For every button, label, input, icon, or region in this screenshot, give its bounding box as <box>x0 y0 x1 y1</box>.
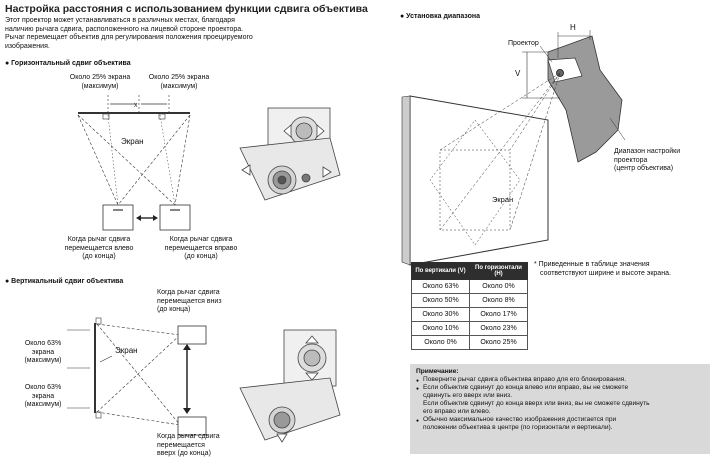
intro-line: наличию рычага сдвига, расположенного на… <box>5 25 244 33</box>
table-header-vertical: По вертикали (V) <box>411 262 470 280</box>
vertical-diagram <box>67 317 207 436</box>
horizontal-caption-right: Когда рычаг сдвига перемещается вправо (… <box>154 236 248 262</box>
note-line: его вправо или влево. <box>423 408 491 415</box>
table-cell: Около 25% <box>469 335 528 350</box>
table-row: Около 30%Около 17% <box>411 307 528 322</box>
table-header-row: По вертикали (V) По горизонтали (H) <box>411 262 528 280</box>
intro-line: Этот проектор может устанавливаться в ра… <box>5 17 235 24</box>
note-line: положении объектива в центре (по горизон… <box>423 424 613 431</box>
label-line: Около 63% <box>24 384 62 391</box>
label-line: Диапазон настройки <box>614 148 681 155</box>
vertical-screen-label: Экран <box>115 346 138 355</box>
vertical-caption-bottom: Когда рычаг сдвига перемещается вверх (д… <box>157 433 220 459</box>
horizontal-diagram: x <box>77 95 191 231</box>
range-screen-label: Экран <box>492 195 514 204</box>
label-line: Около 25% экрана <box>148 74 210 81</box>
label-line: Когда рычаг сдвига <box>67 236 131 243</box>
note-list: Поверните рычаг сдвига объектива вправо … <box>416 376 704 432</box>
footnote-line: * Приведенные в таблице значения <box>534 261 650 268</box>
label-line: вверх (до конца) <box>157 450 211 457</box>
table-cell: Около 0% <box>411 335 470 350</box>
table-cell: Около 63% <box>411 279 470 294</box>
label-line: (до конца) <box>82 253 116 260</box>
table-cell: Около 17% <box>469 307 528 322</box>
footnote-line: соответствуют ширине и высоте экрана. <box>540 269 671 277</box>
note-heading: Примечание: <box>416 368 459 375</box>
intro-line: изображения. <box>5 42 50 50</box>
label-line: экрана <box>31 348 55 356</box>
page-title: Настройка расстояния с использованием фу… <box>5 3 368 15</box>
svg-text:x: x <box>134 102 138 109</box>
note-line: Если объектив сдвинут до конца вверх или… <box>423 400 650 407</box>
range-table: По вертикали (V) По горизонтали (H) Окол… <box>411 262 528 350</box>
horizontal-caption-left: Когда рычаг сдвига перемещается влево (д… <box>55 236 143 262</box>
vertical-top-percent: Около 63% экрана (максимум) <box>20 340 66 366</box>
vertical-heading: ● Вертикальный сдвиг объектива <box>5 278 124 285</box>
range-h-label: H <box>570 23 576 32</box>
table-cell: Около 23% <box>469 321 528 336</box>
lens-lever-illustration <box>239 107 341 201</box>
horizontal-screen-label: Экран <box>121 137 144 146</box>
label-line: (до конца) <box>184 253 218 260</box>
table-cell: Около 0% <box>469 279 528 294</box>
note-item: Обычно максимальное качество изображения… <box>416 416 704 432</box>
note-line: Если объектив сдвинут до конца влево или… <box>423 384 629 391</box>
label-line: (максимум) <box>24 401 62 408</box>
label-line: перемещается влево <box>64 244 134 252</box>
range-area-label: Диапазон настройки проектора (центр объе… <box>614 148 680 174</box>
table-row: Около 10%Около 23% <box>411 321 528 336</box>
label-line: перемещается вниз <box>157 297 222 305</box>
label-line: перемещается <box>157 441 205 449</box>
horizontal-right-percent: Около 25% экрана (максимум) <box>139 74 219 91</box>
note-box: Примечание: Поверните рычаг сдвига объек… <box>410 364 710 454</box>
label-line: Около 63% <box>24 340 62 347</box>
label-line: Когда рычаг сдвига <box>157 433 220 440</box>
intro-line: Рычаг перемещает объектив для регулирова… <box>5 34 253 42</box>
range-v-label: V <box>515 69 521 78</box>
note-line: сдвинуть его вверх или вниз. <box>423 392 513 399</box>
note-item: Если объектив сдвинут до конца влево или… <box>416 384 704 416</box>
label-line: Около 25% экрана <box>69 74 131 81</box>
label-line: (центр объектива) <box>614 165 674 172</box>
label-line: (максимум) <box>81 82 119 90</box>
vertical-caption-top: Когда рычаг сдвига перемещается вниз (до… <box>157 289 222 315</box>
table-cell: Около 50% <box>411 293 470 308</box>
table-cell: Около 10% <box>411 321 470 336</box>
label-line: перемещается вправо <box>164 244 238 252</box>
table-header-horizontal: По горизонтали (H) <box>469 262 528 280</box>
table-row: Около 50%Около 8% <box>411 293 528 308</box>
label-line: (до конца) <box>157 306 191 313</box>
range-heading: ● Установка диапазона <box>400 13 480 20</box>
table-row: Около 0%Около 25% <box>411 335 528 350</box>
label-line: экрана <box>31 392 55 400</box>
range-projector-label: Проектор <box>508 40 539 47</box>
note-line: Обычно максимальное качество изображения… <box>423 416 617 423</box>
label-line: (максимум) <box>160 82 198 90</box>
table-footnote: * Приведенные в таблице значения соответ… <box>534 261 714 278</box>
table-row: Около 63%Около 0% <box>411 279 528 294</box>
vertical-bottom-percent: Около 63% экрана (максимум) <box>20 384 66 410</box>
table-cell: Около 30% <box>411 307 470 322</box>
horizontal-heading: ● Горизонтальный сдвиг объектива <box>5 60 131 67</box>
table-cell: Около 8% <box>469 293 528 308</box>
label-line: Когда рычаг сдвига <box>157 289 220 296</box>
intro-text: Этот проектор может устанавливаться в ра… <box>5 17 345 51</box>
label-line: Когда рычаг сдвига <box>169 236 233 243</box>
horizontal-left-percent: Около 25% экрана (максимум) <box>60 74 140 91</box>
note-item: Поверните рычаг сдвига объектива вправо … <box>416 376 704 385</box>
label-line: проектора <box>614 156 648 164</box>
range-diagram <box>401 30 626 266</box>
label-line: (максимум) <box>24 357 62 364</box>
note-line: Поверните рычаг сдвига объектива вправо … <box>423 376 627 383</box>
vertical-lever-illustration <box>239 329 341 443</box>
